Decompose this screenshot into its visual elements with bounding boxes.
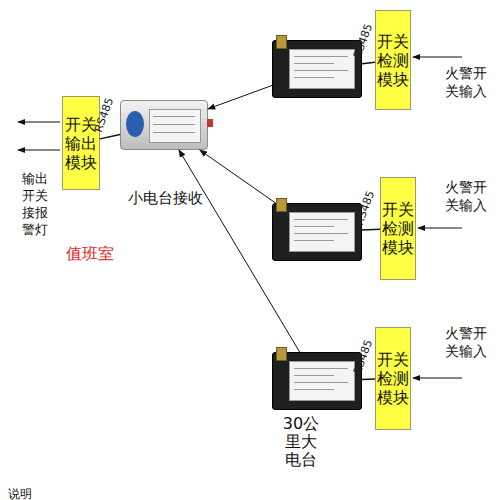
output-arrow [18, 150, 60, 151]
antenna-connector [276, 198, 287, 212]
room-label: 值班室 [60, 244, 120, 264]
plate-line [294, 240, 334, 241]
plate-line [294, 77, 334, 78]
rs485-cable [100, 135, 120, 139]
receiver-radio: 小电台接收 [120, 100, 208, 150]
device-plate [289, 361, 355, 401]
device-plate [289, 212, 355, 252]
transmitter-radio [272, 40, 362, 98]
input-arrow [413, 57, 462, 58]
input-arrow [418, 228, 462, 229]
signal-label: 火警开 关输入 [438, 178, 494, 214]
signal-label: 输出 开关 接报 警灯 [20, 170, 50, 238]
module-label: 开关 检测 模块 [376, 350, 410, 407]
module-label: 开关 检测 模块 [376, 32, 410, 89]
plate-line [294, 70, 348, 71]
output-arrow [18, 122, 60, 123]
io-module-box: 开关 检测 模块 [375, 327, 411, 430]
transmitter-radio [272, 203, 362, 261]
device-caption: 30公 里大 电台 [281, 415, 321, 469]
plate-line [294, 375, 334, 376]
plate-line [294, 233, 348, 234]
signal-label: 火警开 关输入 [438, 64, 494, 100]
rs485-cable [362, 229, 380, 231]
edge-group [100, 62, 380, 379]
radio-link-arrow [200, 150, 276, 203]
device-plate [289, 49, 355, 89]
transmitter-radio: 30公 里大 电台 [272, 352, 362, 410]
module-label: 开关 检测 模块 [381, 200, 415, 257]
antenna-stub [207, 119, 213, 127]
plate-line [153, 116, 195, 117]
radio-link-arrow [208, 85, 272, 108]
plate-line [153, 132, 195, 133]
rs485-cable [362, 378, 375, 380]
signal-label: 火警开 关输入 [438, 324, 494, 360]
io-module-box: 开关 检测 模块 [375, 10, 411, 110]
antenna-connector [276, 347, 287, 361]
antenna-connector [276, 35, 287, 49]
io-module-box: 开关 输出 模块 [62, 96, 100, 190]
plate-line [294, 56, 348, 57]
plate-line [294, 389, 334, 390]
plate-line [294, 63, 334, 64]
plate-line [294, 226, 334, 227]
note-heading: 说明 [0, 486, 40, 500]
plate-line [153, 124, 195, 125]
io-module-box: 开关 检测 模块 [380, 177, 416, 280]
input-arrow [413, 378, 462, 379]
plate-line [294, 382, 348, 383]
plate-line [294, 368, 348, 369]
device-caption: 小电台接收 [121, 189, 209, 207]
brand-logo [126, 111, 144, 137]
rs485-cable [362, 62, 375, 64]
device-plate [149, 109, 201, 143]
plate-line [294, 219, 348, 220]
